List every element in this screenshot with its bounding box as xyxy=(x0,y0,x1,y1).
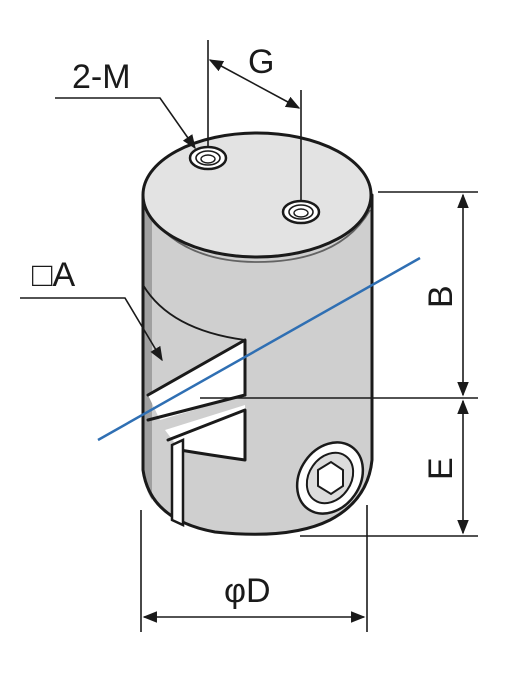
height-b-dimension: B xyxy=(200,191,478,399)
square-size-callout: □A xyxy=(20,256,163,362)
upper-band-curve xyxy=(142,284,246,341)
square-size-label: □A xyxy=(32,256,76,294)
clamp-screw xyxy=(295,441,365,515)
diameter-label: φD xyxy=(224,572,271,610)
tapped-hole-left xyxy=(188,145,228,171)
height-e-dimension: E xyxy=(300,399,478,537)
hole-pitch-dimension: G xyxy=(207,40,302,200)
height-e-label: E xyxy=(422,457,460,480)
square-bore-notch xyxy=(146,338,247,527)
height-b-label: B xyxy=(422,285,460,308)
diameter-dimension: φD xyxy=(140,505,368,632)
hole-pitch-label: G xyxy=(248,43,274,81)
tap-thread-label: 2-M xyxy=(72,58,131,96)
tapped-hole-right xyxy=(281,199,321,225)
tap-thread-callout: 2-M xyxy=(55,58,196,150)
shaft-axis-line xyxy=(97,256,421,442)
